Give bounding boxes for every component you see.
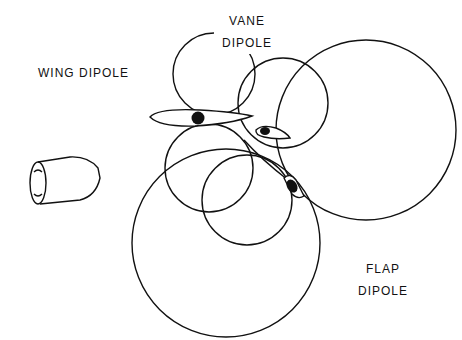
vane-airfoil [256,126,290,138]
dipole-circle [132,149,320,337]
dipole-label: WING DIPOLE [36,62,131,84]
dipole-label: VANE DIPOLE [214,10,280,54]
dipole-circle [238,58,328,148]
dipole-circle [202,155,292,245]
dipole-circle [276,40,456,220]
wing-dipole-dot [192,112,205,125]
wing-airfoil [150,110,252,126]
dipole-circle [165,124,253,212]
flap-dipole-dot [284,177,300,194]
vane-dipole-dot [260,127,270,135]
flap-airfoil [284,175,304,197]
wing-lower-surface [244,140,288,180]
engine-nacelle [30,157,100,204]
dipole-label: FLAP DIPOLE [350,258,416,302]
